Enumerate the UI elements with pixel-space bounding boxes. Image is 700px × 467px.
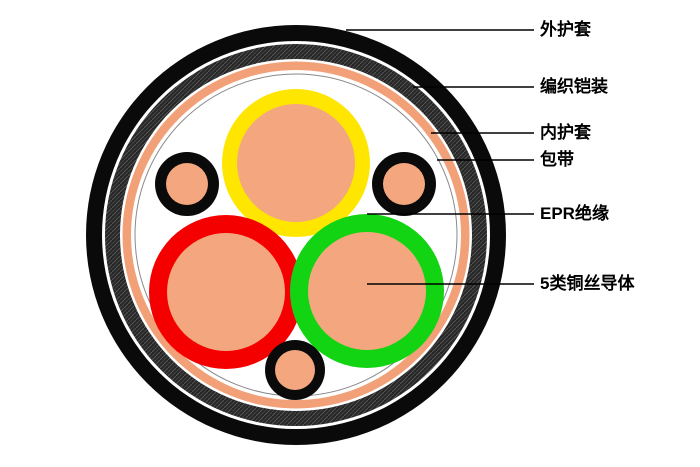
label-epr-insulation: EPR绝缘 — [540, 204, 609, 223]
label-inner-sheath: 内护套 — [540, 123, 591, 142]
conductor-top — [237, 104, 355, 222]
label-tape: 包带 — [540, 150, 574, 169]
conductor-right — [308, 232, 426, 350]
small-core-left-conductor — [166, 163, 208, 205]
label-copper-conductor: 5类铜丝导体 — [540, 274, 635, 293]
label-braid-armor: 编织铠装 — [540, 77, 608, 96]
conductor-left — [167, 233, 285, 351]
small-core-bottom-conductor — [275, 350, 315, 390]
label-outer-sheath: 外护套 — [540, 20, 591, 39]
small-core-right-conductor — [383, 163, 425, 205]
